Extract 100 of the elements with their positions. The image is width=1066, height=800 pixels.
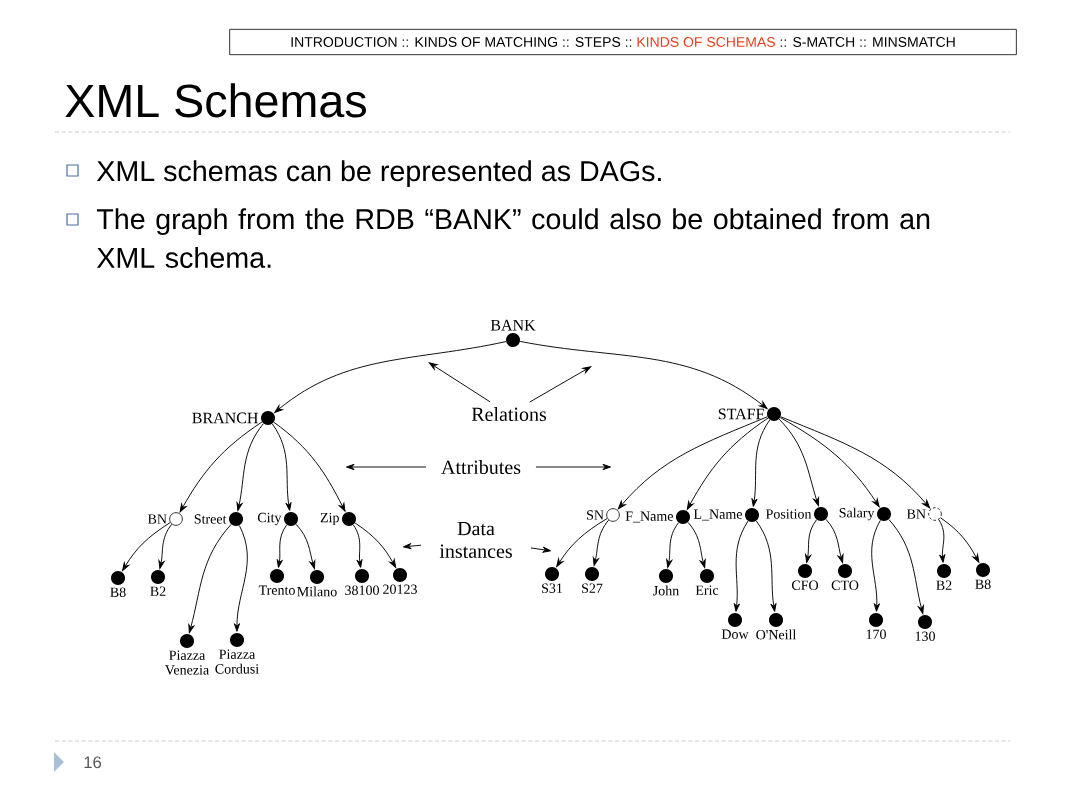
graph-node: 20123 [383, 568, 417, 594]
arrow [592, 519, 610, 567]
arrow [179, 421, 263, 513]
graph-node: Street [194, 512, 243, 526]
arrow [236, 423, 264, 511]
annotation-text: Data instances [439, 522, 512, 558]
node-label: 38100 [345, 585, 379, 595]
node-label: Milano [297, 586, 337, 597]
node-label: Trento [258, 585, 295, 595]
arrow [666, 522, 679, 568]
graph-node: B2 [150, 570, 166, 596]
arrow [233, 525, 248, 632]
node-label: Zip [320, 512, 339, 526]
graph-node: S27 [582, 567, 603, 593]
graph-node: CTO [831, 564, 859, 590]
node-label: Piazza Cordusi [215, 649, 259, 674]
graph-node: BN [147, 512, 183, 526]
node-label: City [257, 512, 282, 526]
arrow [733, 520, 749, 612]
graph-node: CFO [791, 564, 819, 590]
arrow [805, 519, 817, 563]
node-label: BN [147, 514, 167, 524]
graph-node: Trento [258, 569, 295, 595]
node-label: B8 [975, 579, 991, 589]
node-label: STAFF [718, 408, 764, 420]
node-label: BRANCH [192, 412, 258, 424]
pointer-arrow [345, 463, 427, 471]
arrow [755, 520, 777, 612]
node-label: Street [194, 514, 227, 524]
arrow [780, 416, 931, 509]
graph-node: 38100 [345, 569, 379, 595]
node-label: S31 [542, 583, 563, 593]
pointer-arrow [535, 463, 612, 471]
graph-node: F_Name [625, 510, 690, 524]
arrow [888, 518, 924, 615]
node-label: F_Name [625, 511, 673, 523]
arrow [825, 518, 844, 564]
graph-node: Piazza Venezia [165, 634, 209, 675]
arrow [352, 524, 363, 568]
annotation-text: Attributes [441, 460, 521, 475]
arrow [617, 416, 768, 510]
node-label: CFO [791, 580, 819, 590]
graph-node: BRANCH [192, 411, 275, 425]
node-label: Salary [839, 507, 875, 521]
arrow [938, 519, 946, 563]
arrow [519, 340, 768, 410]
graph-node: Salary [839, 507, 891, 521]
annotation-text: Relations [471, 407, 547, 422]
node-label: 20123 [383, 584, 417, 594]
graph-node: Milano [297, 570, 337, 597]
graph-node: L_Name [693, 508, 759, 522]
node-label: 170 [866, 629, 886, 639]
arrow [122, 522, 171, 572]
graph-node: S31 [542, 567, 563, 593]
arrow [188, 523, 232, 634]
graph-node: Position [765, 507, 828, 521]
node-label: BANK [490, 319, 536, 331]
arrow [271, 423, 292, 511]
arrow [276, 524, 288, 568]
node-label: 130 [915, 631, 935, 641]
pointer-arrow [428, 362, 491, 403]
node-label: Piazza Venezia [165, 650, 209, 675]
arrow [686, 417, 769, 510]
node-label: O'Neill [756, 629, 797, 640]
node-label: Position [765, 509, 812, 519]
node-label: John [653, 585, 680, 596]
graph-node: City [257, 512, 298, 526]
node-label: L_Name [693, 509, 742, 521]
arrow [751, 419, 771, 507]
arrow [871, 519, 881, 612]
page-number: 16 [84, 756, 102, 769]
arrow [273, 421, 346, 512]
arrow [779, 417, 880, 508]
arrow [556, 518, 608, 568]
graph-node: B2 [936, 564, 952, 590]
bullet-text: XML schemas can be represented as DAGs. [96, 160, 661, 187]
node-label: BN [906, 509, 926, 519]
pointer-arrow [402, 543, 422, 550]
graph-node: O'Neill [756, 613, 797, 640]
graph-node: 170 [866, 613, 886, 639]
graph-node: 130 [915, 615, 935, 641]
graph-node: BANK [490, 319, 536, 347]
node-label: B2 [150, 586, 166, 596]
graph-node: B8 [975, 563, 991, 589]
arrow [274, 341, 507, 413]
node-label: CTO [831, 580, 859, 590]
bullet-text: The graph from the RDB “BANK” could also be obtained from an XML schema. [96, 208, 930, 268]
arrow [158, 523, 173, 569]
graph-node: Zip [320, 512, 356, 526]
arrow [687, 521, 706, 569]
breadcrumb-bar: INTRODUCTION :: KINDS OF MATCHING :: STEPS :: KINDS OF SCHEMAS :: S-MATCH :: MINSMATCH [229, 28, 1017, 56]
pointer-arrow [529, 366, 592, 403]
graph-node: STAFF [718, 407, 781, 421]
arrow [778, 418, 820, 507]
graph-node: Eric [695, 569, 719, 595]
arrow [940, 517, 980, 563]
graph-node: BN [906, 507, 942, 521]
arrow [354, 522, 397, 568]
node-label: B2 [936, 580, 952, 590]
graph-node: John [653, 569, 679, 596]
